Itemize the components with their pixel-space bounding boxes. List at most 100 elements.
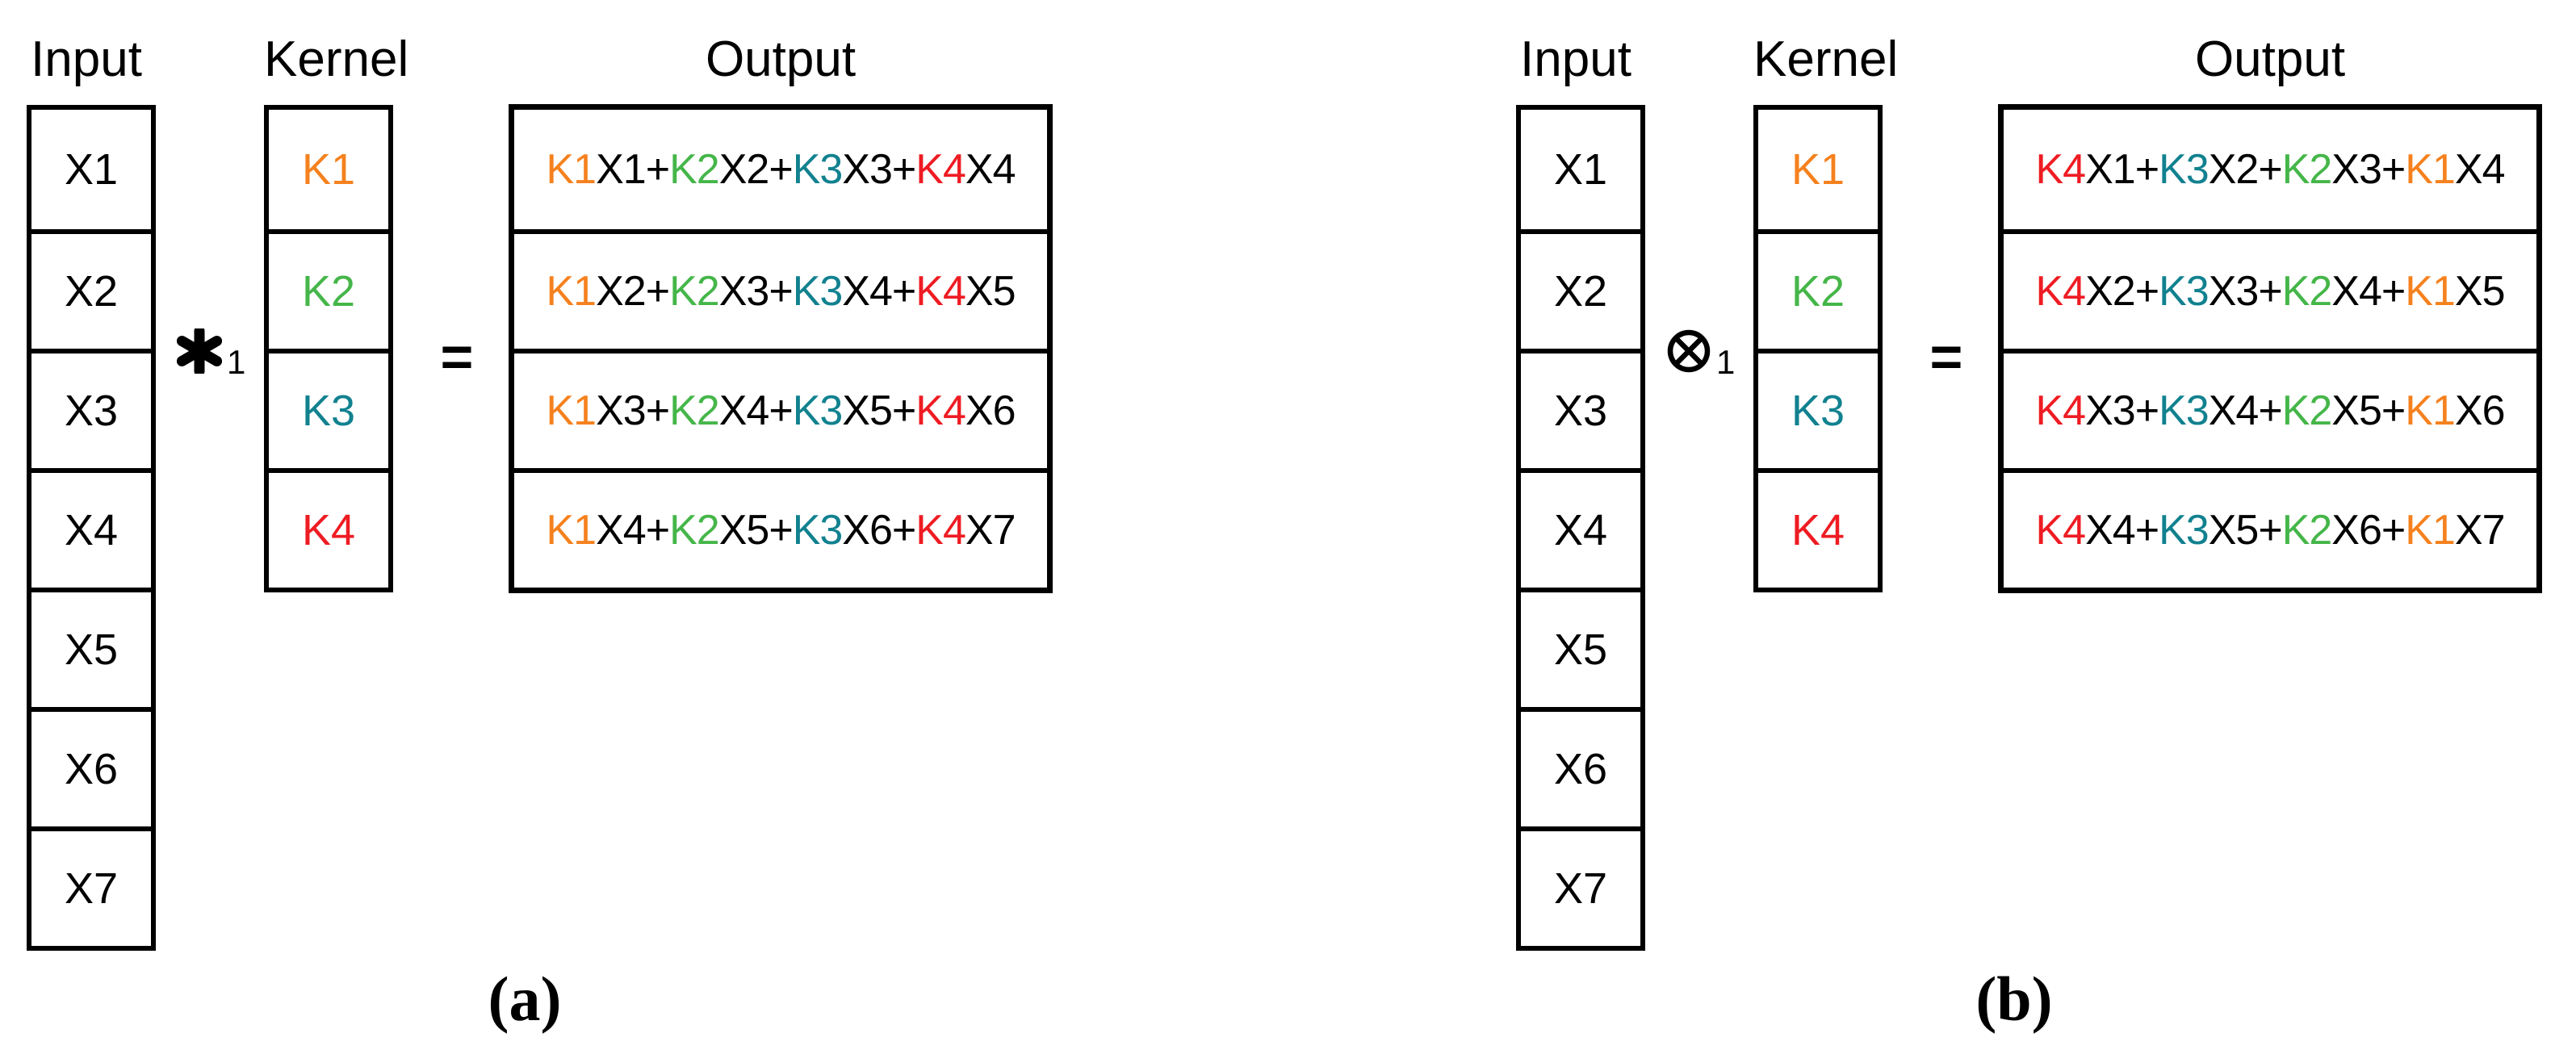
input-column-label: Input [1520, 31, 1631, 87]
kernel-term: K4 [2035, 146, 2087, 193]
input-term: X3 [718, 268, 770, 315]
input-cell: X7 [1521, 826, 1640, 946]
convolution-operator-icon [177, 328, 222, 374]
input-term: + [2134, 507, 2159, 554]
output-column-label: Output [705, 31, 857, 87]
kernel-term: K2 [2281, 507, 2333, 554]
kernel-term: K3 [792, 268, 844, 315]
input-cell: X1 [64, 145, 119, 194]
subfigure-caption-b: (b) [1975, 964, 2053, 1034]
kernel-term: K1 [2405, 146, 2456, 193]
input-cell: X5 [1521, 588, 1640, 707]
kernel-term: K3 [792, 146, 844, 193]
input-term: + [2258, 268, 2282, 315]
operator-stride-subscript: 1 [227, 343, 246, 381]
input-term: + [2381, 387, 2406, 434]
input-term: X3 [2085, 387, 2136, 434]
kernel-cell: K2 [269, 229, 388, 349]
kernel-cell: K4 [1758, 468, 1878, 588]
kernel-term: K3 [2159, 387, 2209, 434]
input-term: X3 [596, 387, 647, 434]
input-cell: X6 [1521, 707, 1640, 826]
input-cell: X1 [1553, 145, 1608, 194]
input-term: X5 [842, 387, 893, 434]
kernel-cell: K2 [1758, 229, 1878, 349]
input-term: + [2258, 507, 2282, 554]
kernel-cell: K3 [1758, 349, 1878, 468]
input-term: + [891, 387, 916, 434]
kernel-term: K3 [2159, 507, 2209, 554]
kernel-term: K1 [2405, 387, 2456, 434]
kernel-term: K2 [669, 146, 720, 193]
input-cell: X2 [1521, 229, 1640, 349]
input-cell: X3 [1521, 349, 1640, 468]
kernel-cell: K3 [269, 349, 388, 468]
input-term: X4 [965, 146, 1016, 193]
kernel-term: K2 [669, 268, 720, 315]
input-cell: X2 [31, 229, 151, 349]
input-term: X6 [965, 387, 1016, 434]
input-term: X4 [596, 507, 647, 554]
kernel-term: K4 [915, 146, 966, 193]
input-term: X2 [2085, 268, 2136, 315]
kernel-term: K1 [546, 507, 597, 554]
input-term: + [2258, 387, 2282, 434]
kernel-term: K4 [915, 268, 966, 315]
input-term: X4 [2331, 268, 2382, 315]
input-term: + [645, 146, 670, 193]
equals-sign: = [440, 325, 474, 388]
kernel-column-label: Kernel [264, 31, 409, 87]
equals-sign: = [1929, 325, 1963, 388]
kernel-term: K3 [792, 387, 844, 434]
kernel-cell: K4 [269, 468, 388, 588]
input-term: X1 [596, 146, 647, 193]
kernel-cell: K1 [301, 145, 356, 194]
input-term: X5 [2454, 268, 2506, 315]
input-term: X2 [596, 268, 647, 315]
input-term: + [2134, 268, 2159, 315]
kernel-term: K2 [2281, 146, 2333, 193]
input-cell: X3 [31, 349, 151, 468]
kernel-term: K1 [546, 387, 597, 434]
input-term: + [2381, 146, 2406, 193]
input-term: X5 [2208, 507, 2260, 554]
input-column-label: Input [31, 31, 142, 87]
kernel-term: K4 [915, 387, 966, 434]
input-cell: X4 [1521, 468, 1640, 588]
input-term: X4 [718, 387, 770, 434]
kernel-term: K4 [2035, 268, 2087, 315]
input-cell: X4 [31, 468, 151, 588]
output-column-label: Output [2194, 31, 2346, 87]
input-term: + [769, 268, 793, 315]
input-term: + [645, 268, 670, 315]
kernel-term: K1 [546, 268, 597, 315]
input-term: X5 [965, 268, 1016, 315]
input-term: X5 [2331, 387, 2382, 434]
kernel-term: K2 [2281, 387, 2333, 434]
input-term: X4 [842, 268, 893, 315]
input-term: X4 [2208, 387, 2260, 434]
input-term: + [891, 507, 916, 554]
input-term: + [2258, 146, 2282, 193]
kernel-term: K1 [2405, 507, 2456, 554]
kernel-cell: K1 [1791, 145, 1845, 194]
input-term: + [891, 268, 916, 315]
input-term: X7 [2454, 507, 2506, 554]
input-cell: X7 [31, 826, 151, 946]
input-term: + [2381, 507, 2406, 554]
input-term: + [645, 387, 670, 434]
input-term: X2 [2208, 146, 2260, 193]
kernel-term: K3 [792, 507, 844, 554]
